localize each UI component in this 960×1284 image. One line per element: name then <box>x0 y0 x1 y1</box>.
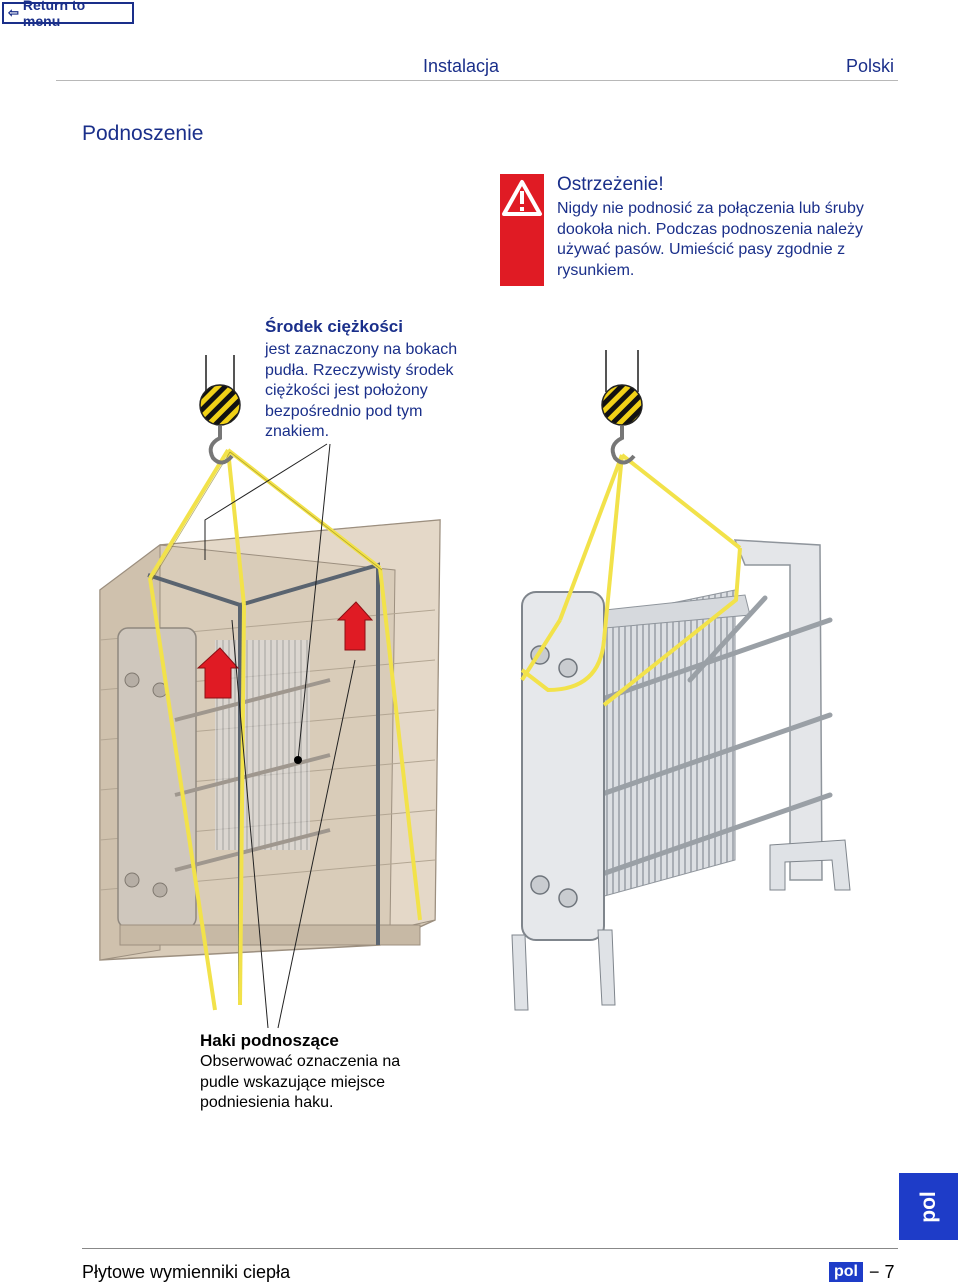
return-to-menu-button[interactable]: ⇦ Return to menu <box>2 0 134 29</box>
lifting-hooks-title: Haki podnoszące <box>200 1031 339 1050</box>
header-section-title: Instalacja <box>423 56 500 76</box>
warning-title: Ostrzeżenie! <box>557 174 664 195</box>
footer-page-number: − 7 <box>869 1262 895 1282</box>
page-title: Podnoszenie <box>82 122 204 145</box>
center-of-gravity-title: Środek ciężkości <box>265 317 403 336</box>
footer-document-title: Płytowe wymienniki ciepła <box>82 1262 291 1282</box>
language-side-tab-label: pol <box>916 1190 940 1223</box>
header-language: Polski <box>846 56 895 76</box>
crane-block-icon <box>601 384 643 426</box>
warning-sign <box>500 174 544 286</box>
center-of-gravity-text: jest zaznaczony na bokach pudła. Rzeczyw… <box>265 341 458 440</box>
footer-language-tag: pol <box>829 1262 863 1282</box>
arrow-left-icon: ⇦ <box>8 5 19 20</box>
language-side-tab[interactable]: pol <box>899 1173 958 1240</box>
header-divider <box>56 80 898 81</box>
warning-triangle-icon <box>502 180 542 216</box>
warning-text: Nigdy nie podnosić za połączenia lub śru… <box>557 200 864 279</box>
center-of-gravity-marker <box>294 756 302 764</box>
bare-exchanger <box>511 350 851 1011</box>
lifting-hooks-text: Obserwować oznaczenia na pudle wskazując… <box>200 1053 401 1111</box>
return-to-menu-label: Return to menu <box>22 0 86 29</box>
crane-block-icon <box>199 384 241 426</box>
footer-divider <box>82 1248 898 1249</box>
annotation-leaders <box>204 443 356 1029</box>
crated-exchanger <box>99 355 441 1011</box>
